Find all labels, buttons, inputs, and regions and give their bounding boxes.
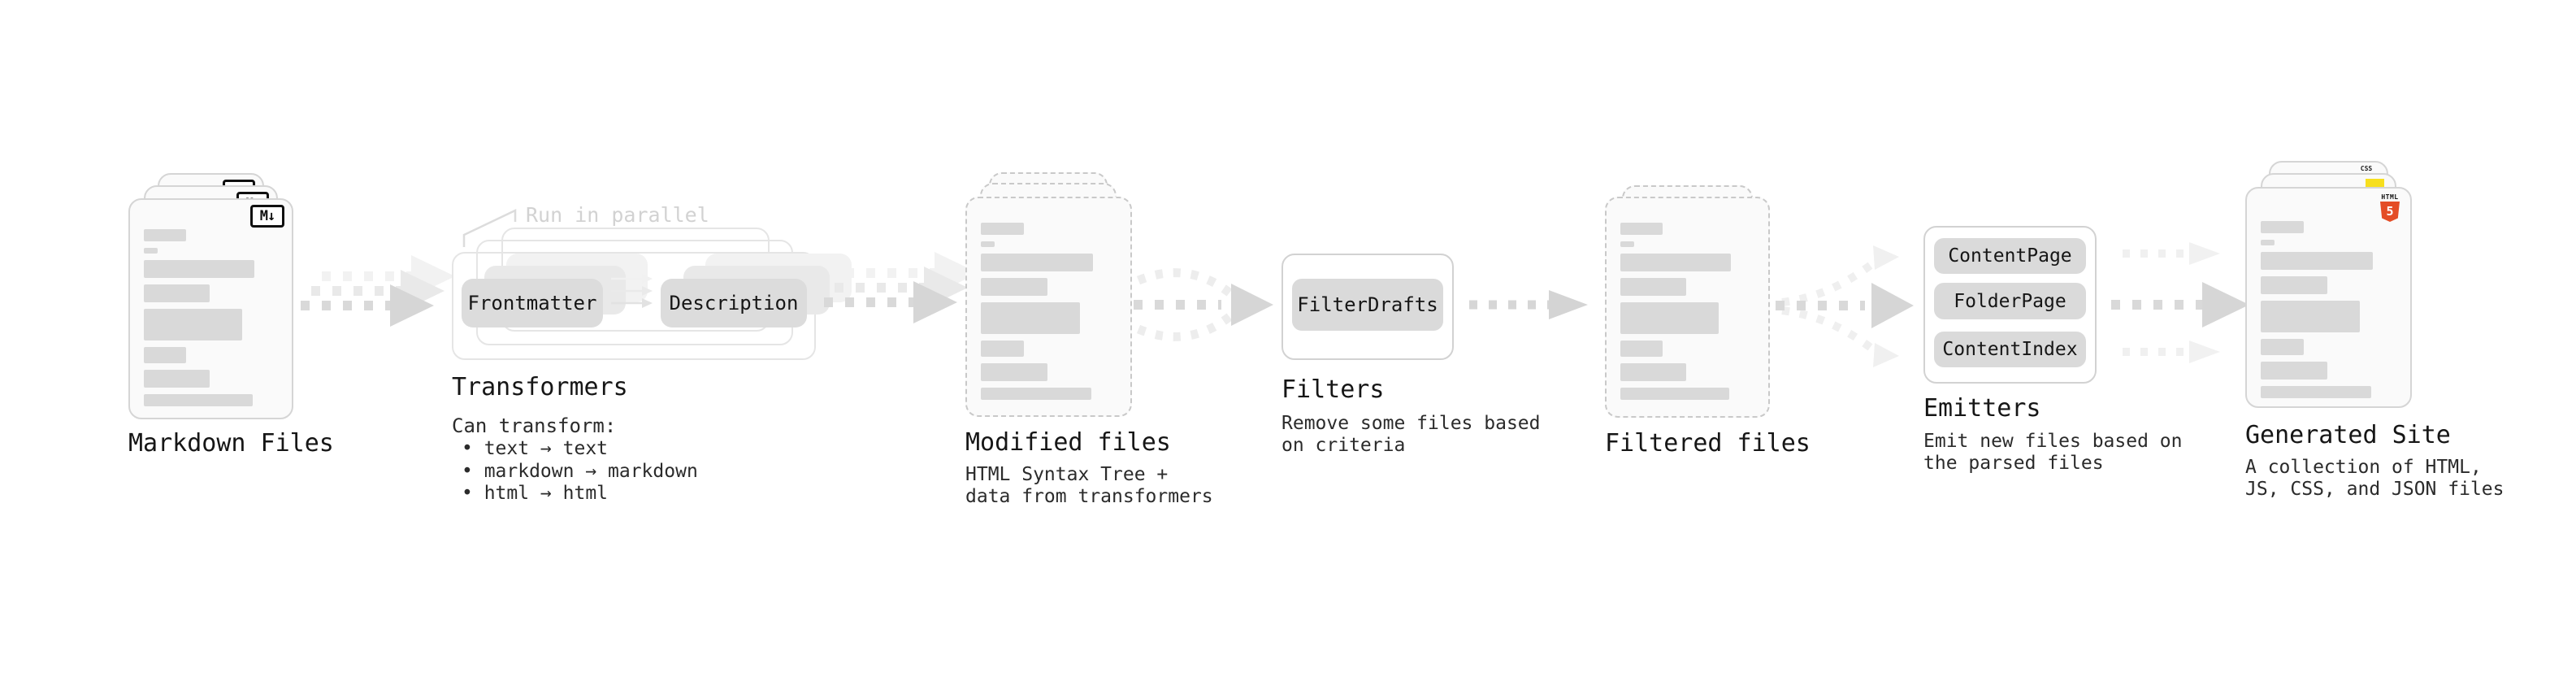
js-file-icon (2366, 179, 2384, 189)
doc-text-bar (144, 370, 210, 388)
doc-text-bar (144, 309, 242, 340)
desc-line: data from transformers (965, 486, 1213, 507)
filters-node: FilterDrafts Filters Remove some files b… (1281, 254, 1566, 481)
modified-doc-front (965, 197, 1132, 417)
markdown-icon: M↓ (250, 205, 284, 228)
contentpage-pill: ContentPage (1934, 238, 2086, 274)
contentindex-pill: ContentIndex (1934, 332, 2086, 367)
transformers-node: Run in parallel Frontmatter Description … (452, 202, 852, 510)
bullet-item: • text → text (462, 438, 609, 459)
desc-line: Emit new files based on (1923, 431, 2183, 452)
desc-line: A collection of HTML, (2245, 457, 2482, 478)
emitters-label: Emitters (1923, 394, 2041, 423)
html5-icon-word: HTML (2381, 193, 2399, 201)
doc-text-bars (981, 223, 1119, 406)
markdown-files-label: Markdown Files (128, 429, 334, 458)
can-transform-label: Can transform: (452, 414, 617, 437)
folderpage-pill: FolderPage (1934, 283, 2086, 319)
desc-line: HTML Syntax Tree + (965, 464, 1169, 485)
doc-text-bar (981, 363, 1047, 381)
doc-text-bar (2261, 252, 2373, 270)
doc-text-bar (981, 278, 1047, 296)
callout-leader-line (462, 209, 517, 247)
generated-site-label: Generated Site (2245, 421, 2451, 449)
generated-doc-html: HTML 5 (2245, 187, 2412, 408)
doc-text-bar (981, 241, 995, 247)
transformers-label: Transformers (452, 373, 628, 401)
doc-text-bar (1620, 223, 1663, 235)
generated-site-desc: A collection of HTML, JS, CSS, and JSON … (2245, 457, 2504, 501)
doc-text-bar (1620, 241, 1634, 247)
doc-text-bar (144, 347, 187, 363)
doc-text-bar (1620, 388, 1730, 400)
transform-bullet-list: • text → text • markdown → markdown • ht… (452, 438, 698, 505)
filters-label: Filters (1281, 375, 1385, 404)
frontmatter-pill: Frontmatter (462, 279, 603, 327)
doc-text-bar (144, 229, 187, 241)
doc-text-bar (2261, 276, 2327, 294)
doc-text-bar (981, 340, 1024, 357)
doc-text-bar (1620, 340, 1663, 357)
doc-text-bar (1620, 363, 1686, 381)
bullet-item: • html → html (462, 483, 609, 504)
doc-text-bar (144, 248, 158, 254)
doc-text-bar (1620, 254, 1732, 271)
html5-icon-shield: 5 (2380, 202, 2400, 222)
markdown-doc-front: M↓ (128, 198, 293, 419)
doc-text-bar (144, 394, 254, 406)
modified-files-label: Modified files (965, 428, 1171, 457)
doc-text-bar (2261, 339, 2304, 355)
doc-text-bars (1620, 223, 1757, 406)
doc-text-bars (2261, 221, 2399, 405)
bullet-item: • markdown → markdown (462, 460, 698, 482)
modified-files-node: Modified files HTML Syntax Tree + data f… (965, 171, 1213, 512)
generated-site-node: CSS HTML 5 Generated Site A collection o… (2245, 159, 2530, 517)
doc-text-bar (2261, 221, 2304, 233)
run-in-parallel-label: Run in parallel (526, 203, 709, 227)
emitters-node: ContentPage FolderPage ContentIndex Emit… (1923, 226, 2208, 486)
filtered-files-node: Filtered files (1605, 172, 1849, 514)
doc-text-bar (981, 254, 1093, 271)
filterdrafts-pill: FilterDrafts (1292, 279, 1443, 331)
doc-text-bar (1620, 302, 1719, 334)
arrow-markdown-to-transformers (301, 255, 453, 327)
html5-icon-number: 5 (2386, 204, 2394, 219)
doc-text-bar (981, 388, 1091, 400)
doc-text-bar (144, 284, 210, 302)
doc-text-bar (2261, 386, 2371, 398)
css-badge-text: CSS (2360, 165, 2373, 172)
transform-flow-arrows (611, 274, 653, 308)
doc-text-bar (2261, 240, 2275, 245)
modified-files-desc: HTML Syntax Tree + data from transformer… (965, 464, 1213, 508)
desc-line: the parsed files (1923, 453, 2104, 474)
doc-text-bar (1620, 278, 1686, 296)
description-pill: Description (661, 279, 807, 327)
arrow-transformers-to-modified (824, 252, 977, 323)
desc-line: JS, CSS, and JSON files (2245, 479, 2504, 500)
doc-text-bar (144, 260, 255, 278)
doc-text-bar (2261, 362, 2327, 380)
desc-line: on criteria (1281, 435, 1406, 456)
doc-text-bar (981, 302, 1081, 334)
doc-text-bars (144, 229, 280, 413)
arrow-emitters-to-generated (2111, 242, 2249, 363)
filtered-doc-front (1605, 197, 1770, 418)
doc-text-bar (981, 223, 1024, 235)
desc-line: Remove some files based (1281, 413, 1541, 434)
filters-desc: Remove some files based on criteria (1281, 413, 1541, 457)
emitters-desc: Emit new files based on the parsed files (1923, 431, 2183, 475)
html5-icon: HTML 5 (2379, 193, 2400, 222)
filtered-files-label: Filtered files (1605, 429, 1811, 458)
markdown-files-node: M↓ M↓ M↓ Markdown Files (128, 171, 340, 496)
arrow-filtered-to-emitters (1776, 245, 1914, 367)
doc-text-bar (2261, 301, 2361, 332)
arrow-modified-to-filters (1134, 268, 1273, 341)
arrow-filters-to-filtered (1469, 290, 1588, 319)
